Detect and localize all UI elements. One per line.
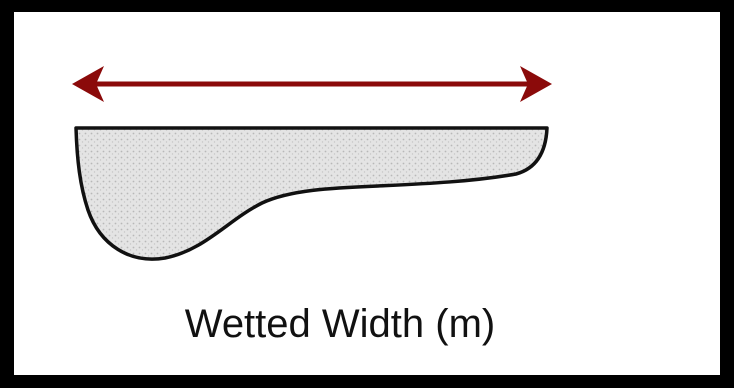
double-headed-arrow-icon xyxy=(72,66,552,102)
diagram-caption: Wetted Width (m) xyxy=(150,300,530,348)
channel-water-fill xyxy=(76,128,547,259)
channel-cross-section xyxy=(76,128,547,259)
